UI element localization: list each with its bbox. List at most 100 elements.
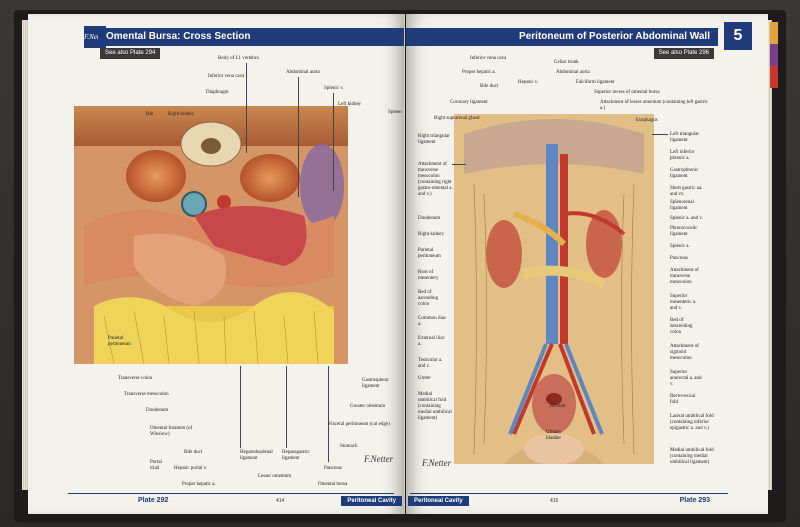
label-ivc: Inferior vena cava [208, 74, 245, 79]
left-page-title: Omental Bursa: Cross Section [98, 28, 404, 46]
label-r-left-inferior-phrenic: Left inferior phrenic a. [670, 150, 695, 161]
label-r-splenic-a: Splenic a. [670, 244, 690, 249]
label-body-l1: Body of L1 vertebra [218, 56, 259, 61]
label-r-medial-umbilical-left: Medial umbilical fold (containing medial… [418, 392, 452, 421]
label-hepatoduodenal: Hepatoduodenal ligament [240, 450, 273, 461]
left-artist-signature: F.Netter [364, 454, 394, 464]
label-r-ureter: Ureter [418, 376, 431, 381]
leader-right-column [652, 134, 668, 135]
left-page-number: 414 [276, 498, 285, 504]
label-stomach: Stomach [340, 444, 358, 449]
label-r-parietal-peritoneum: Parietal peritoneum [418, 248, 441, 259]
label-r-attachment-transverse-left: Attachment of transverse mesocolon (cont… [418, 162, 453, 197]
label-r-superior-recess: Superior recess of omental bursa [594, 90, 660, 95]
label-r-gastrophrenic: Gastrophrenic ligament [670, 168, 699, 179]
label-r-urinary-bladder: Urinary bladder [546, 430, 562, 441]
right-artist-signature: F.Netter [422, 458, 452, 468]
label-r-left-triangular: Left triangular ligament [670, 132, 700, 143]
label-r-suprarenal: Right suprarenal gland [434, 116, 480, 121]
label-r-esophagus: Esophagus [636, 118, 658, 123]
leader-bottom-2 [286, 366, 287, 448]
label-duodenum: Duodenum [146, 408, 169, 413]
tab-red-right [770, 66, 778, 88]
label-visceral-peritoneum: Visceral peritoneum (cut edge) [328, 422, 390, 427]
right-footer-rule [410, 493, 728, 494]
label-r-proper-hepatic: Proper hepatic a. [462, 70, 496, 75]
label-aorta: Abdominal aorta [286, 70, 320, 75]
left-see-also: See also Plate 294 [100, 48, 161, 59]
posterior-wall-illustration [454, 114, 654, 464]
label-r-rectum: Rectum [550, 404, 566, 409]
left-plate-number: Plate 292 [138, 497, 169, 504]
label-left-kidney: Left kidney [338, 102, 362, 107]
label-r-attachment-sigmoid: Attachment of sigmoid mesocolon [670, 344, 699, 361]
posterior-wall-drawing [454, 114, 654, 464]
right-plate-number: Plate 293 [679, 497, 710, 504]
label-r-phrenicocolic: Phrenicocolic ligament [670, 226, 698, 237]
right-page-title: Peritoneum of Posterior Abdominal Wall [406, 28, 718, 46]
label-portal-triad: Portal triad [150, 460, 162, 471]
label-r-root-mesentery: Root of mesentery [418, 270, 439, 281]
label-splenic-v: Splenic v. [324, 86, 344, 91]
label-omental-foramen: Omental foramen (of Winslow) [150, 426, 193, 437]
left-section-name: Peritoneal Cavity [341, 496, 402, 506]
right-see-also: See also Plate 296 [653, 48, 714, 59]
right-section-name: Peritoneal Cavity [408, 496, 469, 506]
open-book: F.Netter Omental Bursa: Cross Section Se… [14, 6, 786, 522]
tab-orange [770, 22, 778, 44]
label-diaphragm: Diaphragm [206, 90, 229, 95]
label-r-bed-descending: Bed of descending colon [670, 318, 693, 335]
label-r-bed-ascending: Bed of ascending colon [418, 290, 438, 307]
tab-purple [770, 44, 778, 66]
label-hepatic-portal-v: Hepatic portal v. [174, 466, 208, 471]
leader-aorta [298, 77, 299, 197]
label-lesser-omentum: Lesser omentum [258, 474, 292, 479]
left-page-edge [22, 20, 28, 490]
label-r-external-iliac: External iliac a. [418, 336, 445, 347]
label-r-testicular: Testicular a. and v. [418, 358, 443, 369]
label-r-ivc: Inferior vena cava [470, 56, 507, 61]
label-r-coronary: Coronary ligament [450, 100, 488, 105]
label-r-splenorenal: Splenorenal ligament [670, 200, 694, 211]
leader-body-l1 [246, 63, 247, 153]
right-color-tabs [770, 22, 798, 88]
label-r-attachment-transverse-right: Attachment of transverse mesocolon [670, 268, 699, 285]
label-r-aorta: Abdominal aorta [556, 70, 590, 75]
label-spleen: Spleen [388, 110, 402, 115]
label-r-medial-umbilical-right: Medial umbilical fold (containing medial… [670, 448, 714, 465]
label-r-attachment-lesser: Attachment of lesser omentum (containing… [600, 100, 709, 111]
right-page: Peritoneum of Posterior Abdominal Wall 5… [406, 14, 768, 514]
label-r-lateral-umbilical: Lateral umbilical fold (containing infer… [670, 414, 714, 431]
label-gastrosplenic: Gastrosplenic ligament [362, 378, 390, 389]
label-r-celiac: Celiac trunk [554, 60, 579, 65]
label-greater-omentum: Greater omentum [350, 404, 386, 409]
label-parietal-peritoneum: Parietal peritoneum [108, 336, 131, 347]
label-transverse-mesocolon: Transverse mesocolon [124, 392, 169, 397]
leader-splenic [333, 93, 334, 191]
label-r-falciform: Falciform ligament [576, 80, 615, 85]
leader-bottom-1 [240, 366, 241, 448]
label-r-short-gastric: Short gastric aa. and vv. [670, 186, 703, 197]
label-r-duodenum: Duodenum [418, 216, 441, 221]
cross-section-drawing [74, 106, 348, 364]
label-transverse-colon: Transverse colon [118, 376, 153, 381]
label-omental-bursa: Omental bursa [318, 482, 348, 487]
left-footer-rule [68, 493, 394, 494]
label-r-hepatic-v: Hepatic v. [518, 80, 539, 85]
label-bile-duct: Bile duct [184, 450, 203, 455]
chapter-number: 5 [724, 22, 752, 50]
label-pancreas: Pancreas [324, 466, 342, 471]
label-r-pancreas: Pancreas [670, 256, 688, 261]
left-page: F.Netter Omental Bursa: Cross Section Se… [28, 14, 405, 514]
label-r-right-kidney: Right kidney [418, 232, 444, 237]
label-r-common-iliac: Common iliac a. [418, 316, 447, 327]
label-hepatogastric: Hepatogastric ligament [282, 450, 310, 461]
label-r-bile-duct: Bile duct [480, 84, 499, 89]
label-rib: Rib [146, 112, 154, 117]
right-page-number: 415 [550, 498, 559, 504]
label-r-rectovesical: Rectovesical fold [670, 394, 696, 405]
label-r-superior-mesenteric: Superior mesenteric a. and v. [670, 294, 697, 311]
leader-bottom-3 [328, 366, 329, 462]
label-r-right-triangular: Right triangular ligament [418, 134, 450, 145]
leader-left-column [452, 164, 466, 165]
